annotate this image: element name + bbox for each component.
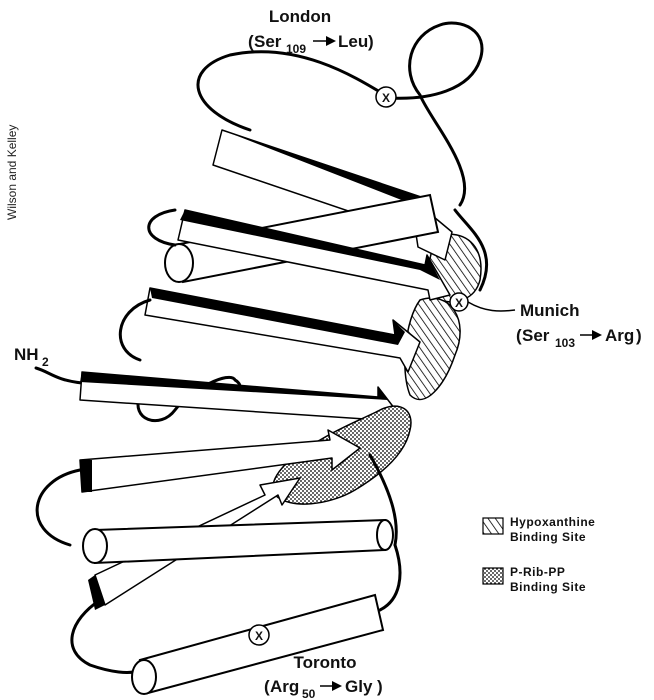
helix-2-far-end <box>377 520 393 550</box>
svg-text:): ) <box>377 677 383 696</box>
svg-text:X: X <box>255 629 263 643</box>
helix-2-end <box>83 529 107 563</box>
helix-1-loop <box>149 210 175 245</box>
lower-left-loop <box>37 470 80 545</box>
hypoxanthine-legend-line2: Binding Site <box>510 530 586 544</box>
n-terminus-coil <box>36 368 82 383</box>
toronto-from: Arg <box>270 677 299 696</box>
svg-text:X: X <box>455 296 463 310</box>
toronto-mutation-marker: X <box>249 625 269 645</box>
beta-strand-5-edge <box>80 460 92 492</box>
munich-position: 103 <box>555 336 575 350</box>
munich-mutation-detail: ( Ser 103 Arg ) <box>516 326 642 350</box>
prpp-swatch <box>483 568 503 584</box>
munich-label: Munich <box>520 301 580 320</box>
helix-2 <box>95 520 385 563</box>
svg-text:): ) <box>636 326 642 345</box>
london-position: 109 <box>286 42 306 56</box>
svg-text:2: 2 <box>42 355 49 369</box>
svg-text:X: X <box>382 91 390 105</box>
toronto-position: 50 <box>302 687 316 700</box>
hypoxanthine-legend-line1: Hypoxanthine <box>510 515 595 529</box>
hypoxanthine-swatch <box>483 518 503 534</box>
london-label: London <box>269 7 331 26</box>
toronto-label: Toronto <box>294 653 357 672</box>
london-from: Ser <box>254 32 282 51</box>
bottom-loop <box>380 545 400 610</box>
svg-text:): ) <box>368 32 374 51</box>
munich-mutation-marker: X <box>450 293 468 311</box>
munich-from: Ser <box>522 326 550 345</box>
toronto-mutation-detail: ( Arg 50 Gly ) <box>264 677 383 700</box>
n-terminus-label: NH 2 <box>14 345 49 369</box>
prpp-legend-line1: P-Rib-PP <box>510 565 565 579</box>
munich-pointer <box>468 302 515 311</box>
bottom-left-loop <box>72 600 140 672</box>
legend: Hypoxanthine Binding Site P-Rib-PP Bindi… <box>483 515 595 594</box>
prpp-legend-line2: Binding Site <box>510 580 586 594</box>
author-label: Wilson and Kelley <box>5 125 19 220</box>
helix-1-end <box>165 244 193 282</box>
london-to: Leu <box>338 32 368 51</box>
toronto-to: Gly <box>345 677 373 696</box>
munich-to: Arg <box>605 326 634 345</box>
svg-text:NH: NH <box>14 345 39 364</box>
london-mutation-marker: X <box>376 87 396 107</box>
helix-3-end <box>132 660 156 694</box>
